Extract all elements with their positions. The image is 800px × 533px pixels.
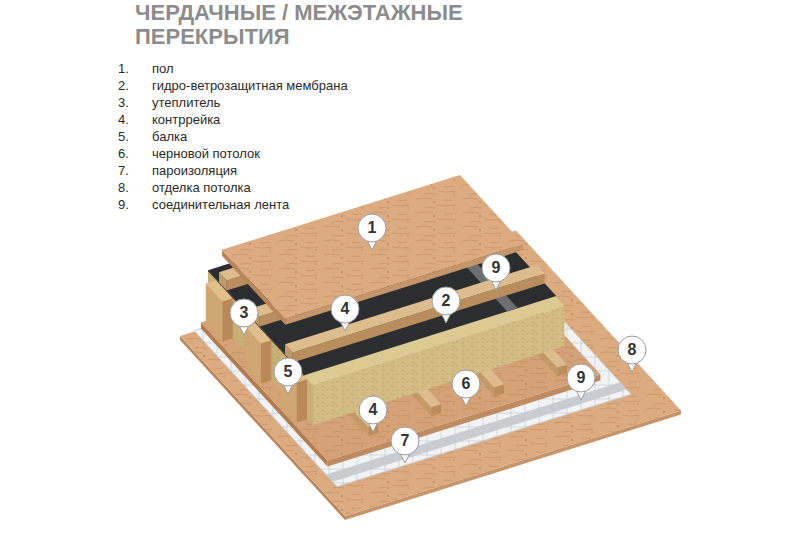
callout-number: 5 [274,358,302,386]
list-text: отделка потолка [152,180,251,196]
callout-number: 4 [359,396,387,424]
list-number: 5. [118,129,129,145]
list-number: 4. [118,112,129,128]
callout-pin [391,427,419,463]
list-text: пол [152,61,174,77]
callout-pin [358,214,386,242]
list-number: 8. [118,180,129,196]
callout-pin [391,427,419,455]
callout-pin [482,254,510,282]
list-text: утеплитель [152,95,220,111]
list-number: 2. [118,78,129,94]
list-text: гидро-ветрозащитная мембрана [152,78,348,94]
callout-pin [359,396,387,424]
callout-number: 9 [567,364,595,392]
callout-pin [358,214,386,250]
list-number: 6. [118,146,129,162]
insulation [208,192,565,425]
callout-pin [482,254,510,290]
callout-number: 4 [331,295,359,323]
list-text: контррейка [152,112,220,128]
callout-pin [359,396,387,432]
list-text: черновой потолок [152,146,260,162]
callout-pin [452,370,480,398]
callout-pin [331,295,359,323]
list-number: 1. [118,61,129,77]
floor-board [222,175,523,319]
callout-pin [432,287,460,323]
callout-pin [452,370,480,406]
beam [297,379,308,422]
callout-pin [432,287,460,315]
callout-pin [618,336,646,372]
list-number: 9. [118,197,129,213]
callout-number: 1 [358,214,386,242]
callout-number: 3 [230,299,258,327]
list-text: балка [152,129,187,145]
title: ЧЕРДАЧНЫЕ / МЕЖЭТАЖНЫЕ ПЕРЕКРЫТИЯ [135,1,555,49]
floor-board [222,175,523,319]
callout-pin [230,299,258,335]
callout-pin [274,358,302,394]
callout-pin [230,299,258,327]
list-text: пароизоляция [152,163,237,179]
callout-number: 6 [452,370,480,398]
list-number: 7. [118,163,129,179]
callout-number: 7 [391,427,419,455]
callout-pin [567,364,595,400]
callout-number: 9 [482,254,510,282]
list-number: 3. [118,95,129,111]
beam [222,298,233,341]
callout-pin [618,336,646,364]
beam [261,340,272,383]
callout-pin [331,295,359,331]
callout-pin [274,358,302,386]
callout-number: 2 [432,287,460,315]
callout-number: 8 [618,336,646,364]
callout-pin [567,364,595,392]
list-text: соединительная лента [152,197,289,213]
callout-pin [230,214,646,463]
